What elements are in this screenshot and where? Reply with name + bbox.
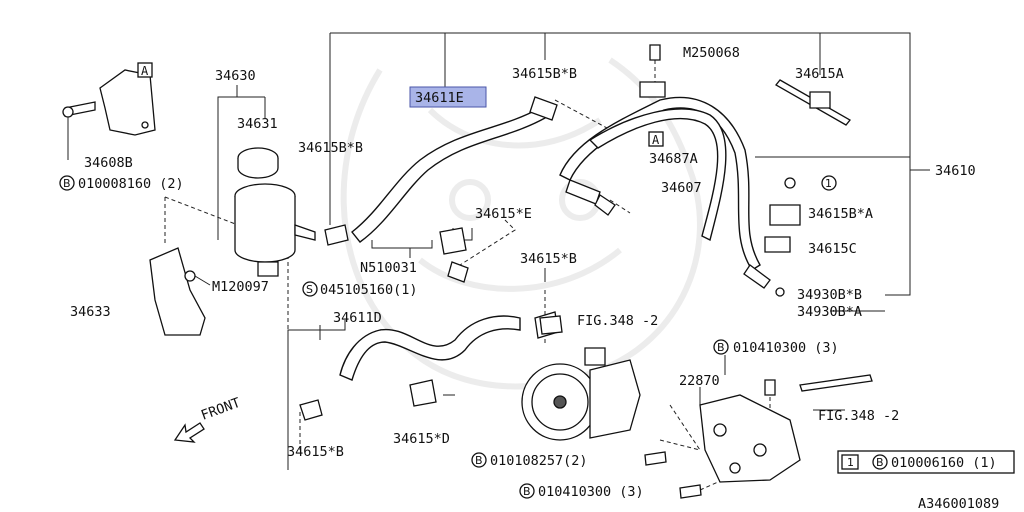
svg-text:1: 1 <box>847 456 854 469</box>
leader-lines <box>217 32 930 470</box>
label-34615e: 34615*E <box>475 206 532 222</box>
bracket-34608b <box>62 69 156 160</box>
label-34611e: 34611E <box>415 90 464 106</box>
label-34615bb-left: 34615B*B <box>298 140 363 156</box>
circle-b-icon <box>713 339 729 355</box>
label-34615b-bottom: 34615*B <box>287 444 344 460</box>
figure-code: A346001089 <box>918 496 999 512</box>
hose-34611e <box>324 96 558 246</box>
label-010410300-top: 010410300 (3) <box>733 340 839 356</box>
circle-b-icon <box>519 483 535 499</box>
front-arrow-icon <box>173 422 205 443</box>
circle-s-icon <box>302 281 318 297</box>
label-045105160: 045105160(1) <box>320 282 418 298</box>
label-34611d: 34611D <box>333 310 382 326</box>
label-010410300-bottom: 010410300 (3) <box>538 484 644 500</box>
svg-text:1: 1 <box>825 177 832 190</box>
circle-1-icon <box>821 175 837 191</box>
label-34631: 34631 <box>237 116 278 132</box>
legend-ref: 010006160 (1) <box>891 455 997 471</box>
label-34615d: 34615*D <box>393 431 450 447</box>
label-m120097: M120097 <box>212 279 269 295</box>
svg-text:B: B <box>523 485 531 498</box>
label-010008160: 010008160 (2) <box>78 176 184 192</box>
label-010108257: 010108257(2) <box>490 453 588 469</box>
svg-text:B: B <box>876 456 884 469</box>
svg-text:A: A <box>652 133 660 147</box>
label-34607: 34607 <box>661 180 702 196</box>
label-34687a: 34687A <box>649 151 698 167</box>
svg-text:B: B <box>63 177 71 190</box>
power-steering-pump <box>521 347 641 441</box>
label-34608b: 34608B <box>84 155 133 171</box>
label-34930bb: 34930B*B <box>797 287 862 303</box>
pressure-hose-34610 <box>559 44 771 289</box>
label-34615bb-top: 34615B*B <box>512 66 577 82</box>
clamp-34615e <box>439 227 469 283</box>
clamp-34615b-mid <box>539 315 563 335</box>
label-34615ba: 34615B*A <box>808 206 873 222</box>
svg-text:B: B <box>475 454 483 467</box>
highlight-34611e-box <box>409 86 487 108</box>
label-34633: 34633 <box>70 304 111 320</box>
svg-text:B: B <box>717 341 725 354</box>
label-22870: 22870 <box>679 373 720 389</box>
svg-text:A: A <box>141 64 149 78</box>
circle-b-icon <box>471 452 487 468</box>
callout-box-a-right: A <box>648 131 664 147</box>
label-34615a: 34615A <box>795 66 844 82</box>
label-fig348-bracket: FIG.348 -2 <box>818 408 899 424</box>
label-m250068: M250068 <box>683 45 740 61</box>
circle-b-icon <box>59 175 75 191</box>
label-front: FRONT <box>199 395 243 424</box>
label-34630: 34630 <box>215 68 256 84</box>
label-34610: 34610 <box>935 163 976 179</box>
svg-text:S: S <box>306 283 313 296</box>
bracket-34633 <box>149 247 211 336</box>
bracket-22870 <box>644 374 873 499</box>
callout-box-a-left: A <box>137 62 153 78</box>
part-labels: 34630 34631 34608B B 010008160 (2) 34633… <box>59 45 976 500</box>
label-34615b-mid: 34615*B <box>520 251 577 267</box>
reservoir-34630 <box>234 147 316 277</box>
label-34615c: 34615C <box>808 241 857 257</box>
label-34930ba: 34930B*A <box>797 304 862 320</box>
label-n510031: N510031 <box>360 260 417 276</box>
label-fig348-pump: FIG.348 -2 <box>577 313 658 329</box>
clamps-34615ba-34615c <box>764 177 801 297</box>
clip-34615a <box>775 79 851 126</box>
legend-box: 1 B 010006160 (1) <box>837 450 1015 474</box>
assembly-dashes <box>164 60 771 491</box>
